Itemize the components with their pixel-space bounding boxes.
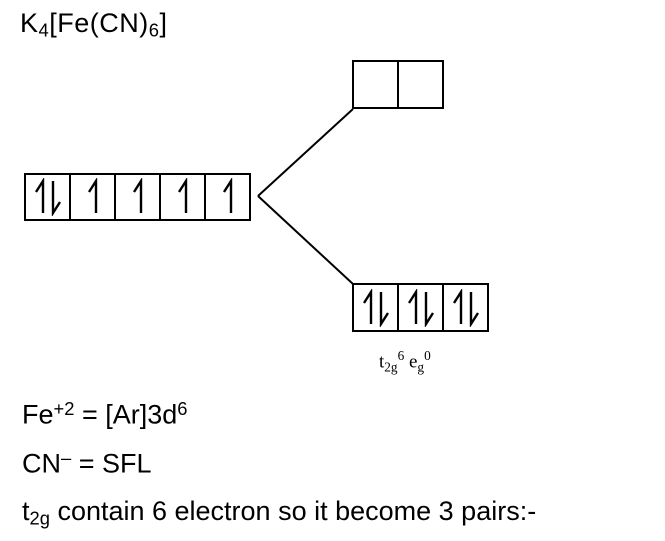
down-arrow-icon bbox=[424, 291, 434, 327]
label-superscript: 0 bbox=[424, 348, 431, 363]
note-iron-configuration: Fe+2 = [Ar]3d6 bbox=[22, 398, 187, 430]
note-t2g-pairs: t2g contain 6 electron so it become 3 pa… bbox=[22, 496, 536, 530]
up-arrow-icon bbox=[34, 178, 44, 213]
up-arrow-icon bbox=[87, 178, 97, 213]
up-arrow-icon bbox=[362, 288, 372, 324]
orbital-box bbox=[24, 173, 71, 221]
note-text: = SFL bbox=[71, 448, 152, 479]
note-superscript: 6 bbox=[177, 398, 188, 419]
orbital-box bbox=[397, 283, 444, 332]
formula-text: ] bbox=[159, 8, 168, 38]
single-electron bbox=[85, 178, 101, 216]
free-ion-d-orbital-boxes bbox=[24, 173, 251, 221]
upper-branch-line bbox=[257, 108, 354, 197]
note-cyanide-sfl: CN– = SFL bbox=[22, 447, 152, 479]
paired-electrons bbox=[450, 288, 482, 327]
formula-subscript: 4 bbox=[38, 19, 50, 41]
lower-branch-line bbox=[257, 195, 354, 285]
note-superscript: – bbox=[61, 447, 72, 468]
up-arrow-icon bbox=[132, 178, 142, 213]
up-arrow-icon bbox=[222, 178, 232, 213]
note-text: contain 6 electron so it become 3 pairs:… bbox=[49, 496, 537, 526]
down-arrow-icon bbox=[379, 291, 389, 327]
paired-electrons bbox=[405, 288, 437, 327]
up-arrow-icon bbox=[407, 288, 417, 324]
label-text: t bbox=[379, 351, 385, 373]
note-text: CN bbox=[22, 448, 61, 479]
note-superscript: +2 bbox=[53, 398, 75, 419]
up-arrow-icon bbox=[177, 178, 187, 213]
note-text: t bbox=[22, 496, 30, 526]
compound-formula-title: K4[Fe(CN)6] bbox=[20, 8, 167, 42]
eg-orbital-boxes bbox=[352, 60, 444, 109]
orbital-box bbox=[159, 173, 206, 221]
orbital-box bbox=[352, 60, 399, 109]
orbital-box bbox=[114, 173, 161, 221]
single-electron bbox=[130, 178, 146, 216]
label-subscript: 2g bbox=[384, 359, 398, 375]
orbital-box bbox=[397, 60, 444, 109]
formula-text: [Fe(CN) bbox=[49, 8, 149, 38]
t2g-orbital-boxes bbox=[352, 283, 489, 332]
single-electron bbox=[220, 178, 236, 216]
orbital-box bbox=[352, 283, 399, 332]
note-subscript: 2g bbox=[29, 507, 50, 529]
orbital-box bbox=[442, 283, 489, 332]
paired-electrons bbox=[32, 178, 64, 216]
formula-text: K bbox=[20, 8, 39, 38]
note-text: Fe bbox=[22, 399, 54, 430]
down-arrow-icon bbox=[51, 181, 61, 216]
single-electron bbox=[175, 178, 191, 216]
up-arrow-icon bbox=[452, 288, 462, 324]
note-text: = [Ar]3d bbox=[74, 399, 178, 430]
down-arrow-icon bbox=[469, 291, 479, 327]
paired-electrons bbox=[360, 288, 392, 327]
label-subscript: g bbox=[417, 359, 425, 375]
orbital-box bbox=[204, 173, 251, 221]
label-text: e bbox=[408, 351, 418, 373]
orbital-box bbox=[69, 173, 116, 221]
label-superscript: 6 bbox=[397, 348, 405, 363]
configuration-label: t2g6 eg0 bbox=[379, 348, 431, 375]
formula-subscript: 6 bbox=[148, 19, 160, 41]
